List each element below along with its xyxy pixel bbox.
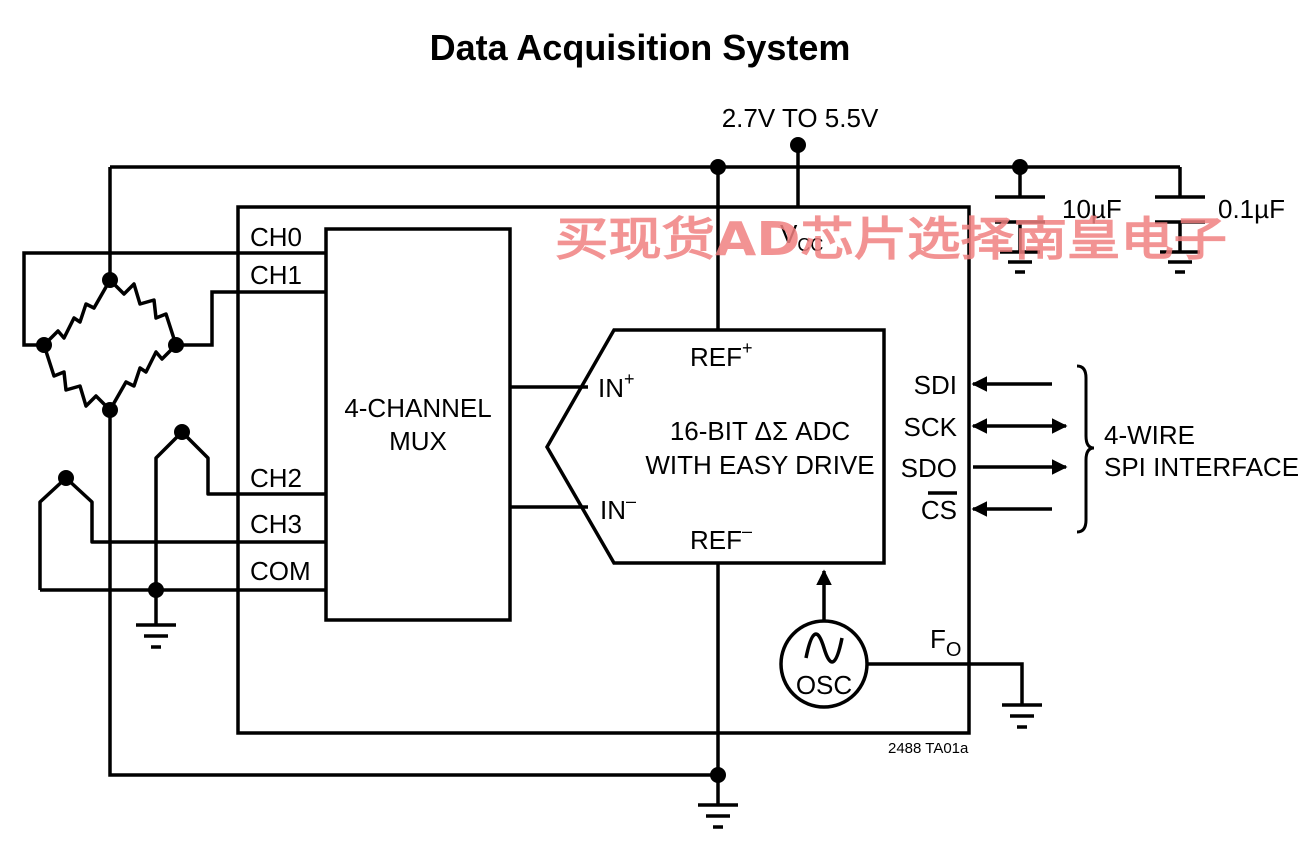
ref-plus-label: REF+ [690, 338, 753, 372]
mux-block [324, 227, 512, 622]
adc-label-line1: 16-BIT ΔΣ ADC [670, 416, 850, 446]
capacitor-0-1uf [1155, 167, 1205, 274]
capacitor-0-1uf-label: 0.1µF [1218, 194, 1285, 224]
part-code: 2488 TA01a [888, 740, 969, 757]
junction-dot [174, 424, 190, 440]
adc-block [544, 328, 886, 565]
ref-minus-label: REF– [690, 521, 752, 555]
com-label: COM [250, 556, 311, 586]
mux-label-line2: MUX [389, 426, 447, 456]
sine-wave-icon [804, 632, 844, 664]
ground-symbol [1002, 703, 1042, 729]
ch3-label: CH3 [250, 509, 302, 539]
ch0-label: CH0 [250, 222, 302, 252]
watermark-text: 买现货AD芯片选择南皇电子 [555, 212, 1227, 266]
bridge-ground-wire [108, 410, 718, 777]
ic-outline [236, 205, 971, 735]
spi-brace [1076, 364, 1095, 534]
ch1-wire [176, 290, 326, 347]
in-plus-label: IN+ [598, 369, 635, 403]
ch2-label: CH2 [250, 463, 302, 493]
thermocouple-ch2 [154, 430, 326, 590]
capacitor-10uf-label: 10µF [1062, 194, 1122, 224]
junction-dot [58, 470, 74, 486]
sck-label: SCK [904, 412, 958, 442]
adc-label-line2: WITH EASY DRIVE [645, 450, 874, 480]
fo-wire [867, 662, 1024, 705]
spi-label-line1: 4-WIRE [1104, 420, 1195, 450]
sdo-label: SDO [901, 453, 957, 483]
in-minus-label: IN– [600, 491, 636, 525]
thermocouple-ch3 [38, 476, 326, 590]
fo-label: FO [930, 624, 961, 661]
spi-label-line2: SPI INTERFACE [1104, 452, 1299, 482]
mux-label-line1: 4-CHANNEL [344, 393, 491, 423]
diagram-title: Data Acquisition System [430, 27, 851, 68]
capacitor-10uf [995, 167, 1045, 274]
ground-symbol [136, 590, 176, 649]
junction-dot [790, 137, 806, 153]
ch0-wire [22, 251, 326, 347]
ch1-label: CH1 [250, 260, 302, 290]
junction-dot [710, 159, 726, 175]
osc-label: OSC [796, 670, 852, 700]
cs-label: CS [921, 495, 957, 525]
sdi-label: SDI [914, 370, 957, 400]
supply-label: 2.7V TO 5.5V [722, 103, 879, 133]
vcc-label: VCC [780, 219, 823, 255]
ground-symbol [698, 803, 738, 829]
supply-rail [108, 165, 1180, 280]
junction-dot [710, 767, 726, 783]
bridge-sensor [36, 272, 184, 418]
